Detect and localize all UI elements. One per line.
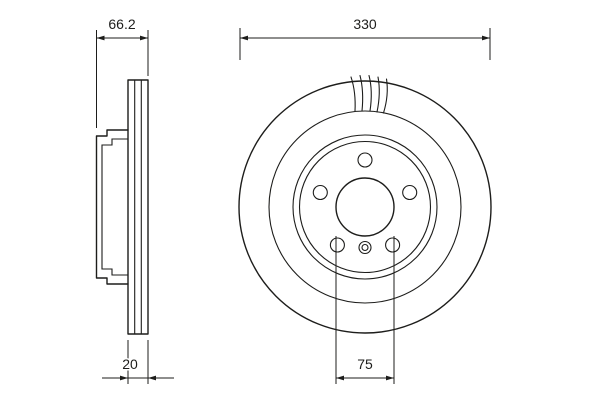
outer-circle [238, 80, 492, 334]
arrowhead-right [140, 35, 148, 41]
disc-cross-section [127, 79, 149, 335]
dimension-outer-diameter: 330 [239, 15, 491, 60]
friction-inner-circle [268, 110, 462, 304]
bolt-hole [357, 152, 373, 168]
bolt-hole [329, 237, 345, 253]
set-screw-hole [361, 243, 369, 252]
arrowhead-left [240, 35, 248, 41]
front-view [238, 74, 492, 334]
arrowhead-right [148, 375, 156, 381]
bolt-hole [402, 184, 418, 201]
dimension-thickness: 20 [102, 340, 174, 384]
dimension-label-total-width: 66.2 [108, 16, 135, 32]
vent-vane-line [376, 76, 380, 113]
arrowhead-right [482, 35, 490, 41]
bolt-hole [312, 184, 328, 201]
dimension-total-width: 66.2 [96, 15, 149, 128]
hat-profile [95, 129, 129, 285]
bolt-hole [385, 237, 401, 253]
arrowhead-left [336, 375, 344, 381]
hat-inner-profile [101, 138, 129, 276]
dimension-label-center-bore: 75 [357, 356, 373, 372]
set-screw-hole [358, 240, 372, 255]
arrowhead-left [120, 375, 128, 381]
side-view [95, 79, 149, 335]
dimension-label-outer-diameter: 330 [353, 16, 377, 32]
dimension-center-bore: 75 [335, 236, 395, 384]
center-bore-circle [335, 177, 395, 237]
dimension-label-thickness: 20 [122, 356, 138, 372]
hub-circle-outer [292, 134, 438, 280]
vent-vane-line [359, 74, 364, 112]
vent-vane-line [368, 74, 372, 112]
vent-vane-line [350, 76, 356, 112]
arrowhead-right [386, 375, 394, 381]
vent-vane-line [382, 78, 388, 114]
arrowhead-left [96, 35, 105, 41]
hub-circle-inner [298, 140, 432, 274]
